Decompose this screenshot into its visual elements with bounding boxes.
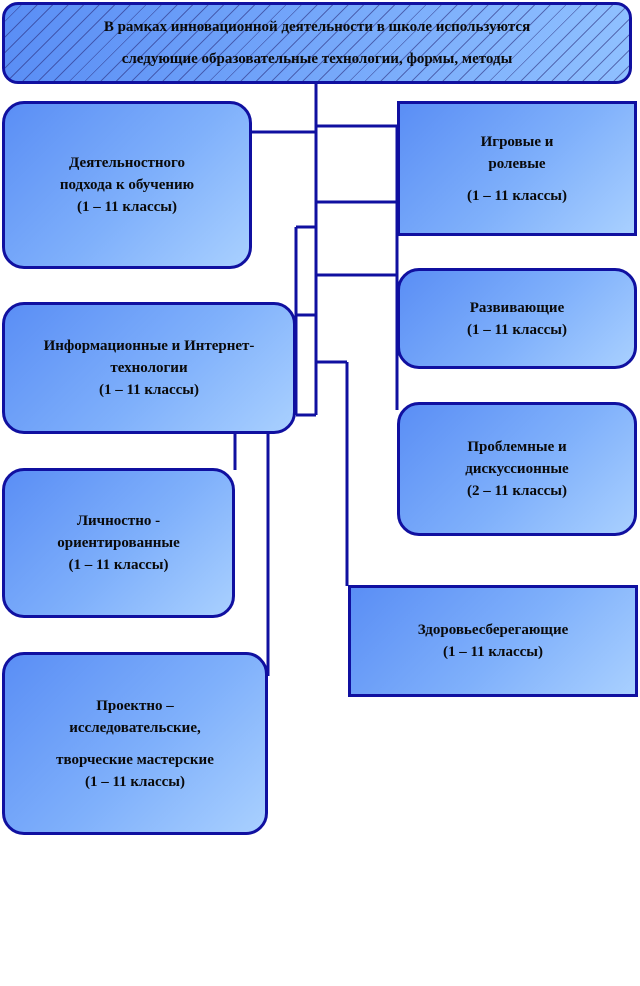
personal-line-2: ориентированные <box>57 535 180 551</box>
info-technologies-box: Информационные и Интернет- технологии (1… <box>2 302 296 434</box>
activity-approach-box: Деятельностного подхода к обучению (1 – … <box>2 101 252 269</box>
activity-line-2: подхода к обучению <box>59 177 195 193</box>
problem-discussion-box: Проблемные и дискуссионные (2 – 11 класс… <box>397 402 637 536</box>
header-box: В рамках инновационной деятельности в шк… <box>2 2 632 84</box>
health-grades: (1 – 11 классы) <box>443 644 543 660</box>
games-line-2: ролевые <box>488 155 546 172</box>
health-saving-box: Здоровьесберегающие (1 – 11 классы) <box>348 585 638 697</box>
personal-oriented-box: Личностно - ориентированные (1 – 11 клас… <box>2 468 235 618</box>
health-line-1: Здоровьесберегающие <box>417 622 569 638</box>
header-line-1: В рамках инновационной деятельности в шк… <box>103 19 531 35</box>
problem-grades: (2 – 11 классы) <box>467 483 567 499</box>
game-role-box: Игровые и ролевые (1 – 11 классы) <box>397 101 637 236</box>
project-research-box: Проектно – исследовательские, творческие… <box>2 652 268 835</box>
activity-line-1: Деятельностного <box>69 155 185 171</box>
project-line-1: Проектно – <box>96 697 174 714</box>
developing-grades: (1 – 11 классы) <box>467 321 567 338</box>
developing-line-1: Развивающие <box>469 299 565 316</box>
info-line-1: Информационные и Интернет- <box>43 338 255 354</box>
info-line-2: технологии <box>110 360 188 376</box>
games-grades: (1 – 11 классы) <box>467 187 567 204</box>
personal-line-1: Личностно - <box>76 513 161 529</box>
header-line-2: следующие образовательные технологии, фо… <box>121 51 513 67</box>
activity-grades: (1 – 11 классы) <box>77 199 177 215</box>
info-grades: (1 – 11 классы) <box>99 382 199 398</box>
developing-box: Развивающие (1 – 11 классы) <box>397 268 637 369</box>
project-grades: (1 – 11 классы) <box>85 773 185 790</box>
problem-line-2: дискуссионные <box>465 461 569 477</box>
problem-line-1: Проблемные и <box>467 439 567 455</box>
games-line-1: Игровые и <box>480 133 554 150</box>
project-line-3: творческие мастерские <box>56 751 214 768</box>
project-line-2: исследовательские, <box>69 719 201 736</box>
personal-grades: (1 – 11 классы) <box>68 557 169 573</box>
